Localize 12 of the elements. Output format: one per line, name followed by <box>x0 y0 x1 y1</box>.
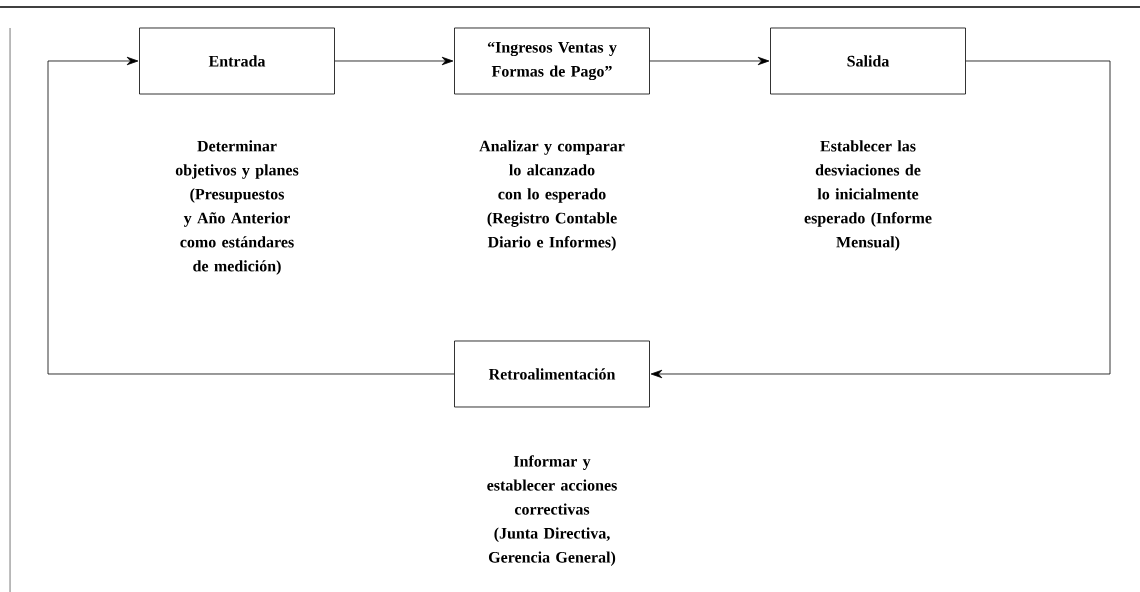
arrow <box>334 56 454 66</box>
description-text: Determinar objetivos y planes (Presupuestos y Año Anterior como estándares de medición) <box>175 140 299 275</box>
description-text: Analizar y comparar lo alcanzado con lo esperado (Registro Contable Diario e Informes) <box>479 140 625 251</box>
process-box: Salida <box>770 27 966 95</box>
process-box: Retroalimentación <box>454 340 650 408</box>
description-text: Informar y establecer acciones correctivas (Junta Directiva, Gerencia General) <box>487 455 617 566</box>
arrow <box>650 60 1111 379</box>
arrow <box>47 56 455 375</box>
process-box: Entrada <box>139 27 335 95</box>
arrow <box>649 56 770 66</box>
description-text: Establecer las desviaciones de lo inicialmente esperado (Informe Mensual) <box>804 140 932 251</box>
process-box: “Ingresos Ventas y Formas de Pago” <box>454 27 650 95</box>
